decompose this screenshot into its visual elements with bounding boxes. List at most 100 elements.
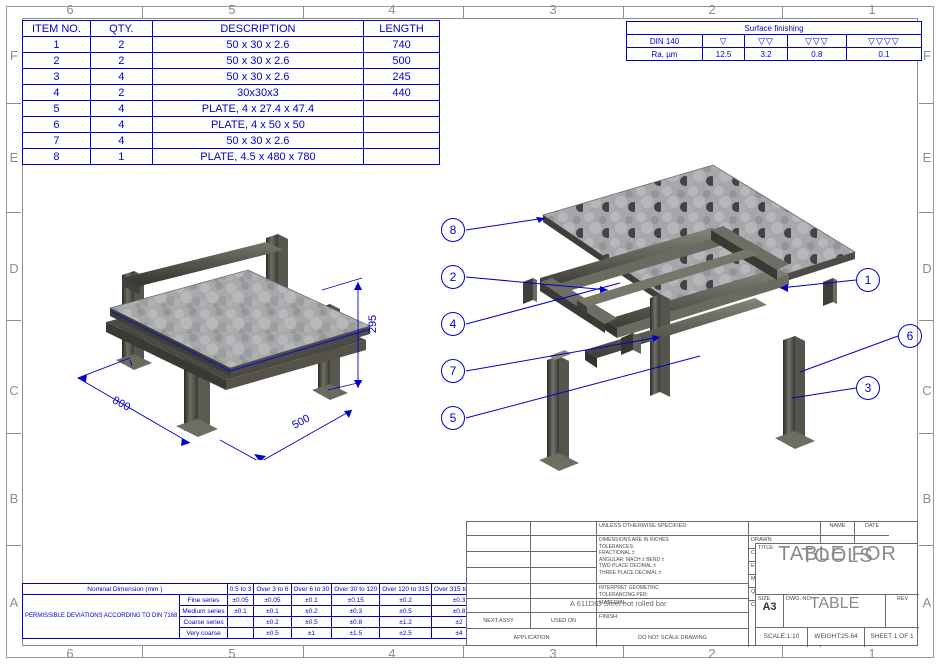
balloon-item-8[interactable]: 8 — [441, 218, 465, 242]
tolerance-value: ±1.5 — [331, 627, 381, 639]
tb-name-column-header: NAME — [821, 522, 855, 536]
balloon-item-3[interactable]: 3 — [856, 376, 880, 400]
tb-dimension-note-text: DIMENSIONS ARE IN INCHES TOLERANCES: FRA… — [599, 537, 669, 576]
tolerance-series-label: Very coarse — [179, 627, 228, 639]
zone-tick — [919, 545, 933, 546]
balloon-item-5[interactable]: 5 — [441, 406, 465, 430]
bom-item: 2 — [22, 52, 91, 69]
bom-qty: 1 — [89, 148, 153, 165]
tb-blank-5 — [467, 584, 531, 599]
bom-qty: 4 — [89, 116, 153, 133]
table-row: 3 4 50 x 30 x 2.6 245 — [22, 68, 440, 85]
zone-tick — [623, 6, 624, 18]
tb-role-blank — [749, 522, 821, 536]
zone-tick — [463, 646, 464, 658]
assembly-isometric-view: 800 500 295 — [70, 230, 400, 460]
tb-date-column-header: DATE — [855, 522, 889, 536]
zone-right-C: C — [922, 383, 932, 398]
tb-dimension-note: DIMENSIONS ARE IN INCHES TOLERANCES: FRA… — [597, 536, 749, 584]
tb-material-value: A 611DID Steel hot rolled bar — [570, 599, 667, 608]
tolerance-series-label: Coarse series — [179, 616, 228, 628]
tb-do-not-scale: DO NOT SCALE DRAWING — [597, 629, 749, 647]
bom-header-length: LENGTH — [363, 20, 440, 37]
tb-title-cell: TITLE: TABLE FOR TOOLS — [756, 544, 919, 595]
tb-title-line2: TOOLS — [801, 545, 874, 567]
bom-description: 50 x 30 x 2.6 — [151, 68, 365, 85]
zone-top-4: 4 — [388, 2, 396, 17]
tolerance-value: ±1.2 — [379, 616, 432, 628]
tb-size-label: SIZE — [758, 596, 771, 602]
balloon-item-1[interactable]: 1 — [856, 268, 880, 292]
tb-blank-2 — [467, 536, 531, 552]
tolerance-value: ±1 — [290, 627, 333, 639]
bom-length: 740 — [363, 36, 440, 53]
bom-description: 30x30x3 — [151, 84, 365, 101]
surface-value-3: 0.8 — [786, 47, 847, 61]
zone-tick — [7, 103, 21, 104]
tb-blank-9 — [531, 552, 597, 568]
bom-description: 50 x 30 x 2.6 — [151, 52, 365, 69]
zone-tick — [303, 6, 304, 18]
tb-blank-3 — [467, 552, 531, 568]
zone-tick — [919, 103, 933, 104]
zone-top-6: 6 — [66, 2, 74, 17]
balloon-item-4[interactable]: 4 — [441, 312, 465, 336]
zone-bottom-4: 4 — [388, 646, 396, 661]
surface-value-4: 0.1 — [845, 47, 923, 61]
bom-length — [363, 116, 440, 133]
tb-blank-4 — [467, 568, 531, 584]
tb-sheet-cell: SHEET 1 OF 1 — [870, 633, 914, 640]
zone-tick — [7, 545, 21, 546]
bom-length — [363, 148, 440, 165]
surface-value-1: 12.5 — [701, 47, 746, 61]
zone-top-5: 5 — [228, 2, 236, 17]
tb-weight-cell: WEIGHT:25.64 — [808, 628, 865, 647]
zone-tick — [782, 6, 783, 18]
bom-item: 4 — [22, 84, 91, 101]
tolerance-value: ±2.5 — [379, 627, 432, 639]
tolerance-range-2: Over 3 to 6 — [253, 583, 292, 595]
tb-material-cell: MATERIAL — [597, 599, 749, 613]
surface-finish-standard: DIN 140 — [626, 34, 703, 48]
zone-tick — [919, 320, 933, 321]
table-row: 2 2 50 x 30 x 2.6 500 — [22, 52, 440, 69]
balloon-item-6[interactable]: 6 — [898, 324, 922, 348]
tb-dwg-no-cell: DWG. NO. TABLE — [784, 595, 886, 628]
balloon-item-2[interactable]: 2 — [441, 265, 465, 289]
tolerance-nominal-header: Nominal Dimension (mm ) — [22, 583, 228, 595]
bom-item: 6 — [22, 116, 91, 133]
balloon-item-7[interactable]: 7 — [441, 359, 465, 383]
bom-header-description: DESCRIPTION — [151, 20, 365, 37]
zone-top-3: 3 — [549, 2, 557, 17]
tb-blank-8 — [531, 536, 597, 552]
tb-dwg-no-value: TABLE — [809, 595, 860, 612]
tb-blank-12 — [531, 599, 597, 613]
tolerance-value: ±0.2 — [379, 594, 432, 606]
bom-item: 1 — [22, 36, 91, 53]
zone-top-2: 2 — [708, 2, 716, 17]
table-row: DIN 140 ▽ ▽▽ ▽▽▽ ▽▽▽▽ — [626, 34, 923, 48]
tolerance-value: ±0.1 — [290, 594, 333, 606]
tolerance-value: ±0.3 — [331, 605, 381, 617]
table-row: Surface finishing — [626, 21, 922, 35]
bom-qty: 2 — [89, 36, 153, 53]
table-row: 7 4 50 x 30 x 2.6 — [22, 132, 440, 149]
exploded-model-graphic — [523, 164, 856, 471]
table-header-row: ITEM NO. QTY. DESCRIPTION LENGTH — [22, 20, 440, 37]
bom-length: 245 — [363, 68, 440, 85]
dimension-overlay — [76, 277, 363, 460]
tolerance-value: ±0.05 — [226, 594, 255, 606]
bom-length: 440 — [363, 84, 440, 101]
bom-description: PLATE, 4.5 x 480 x 780 — [151, 148, 365, 165]
bom-description: PLATE, 4 x 27.4 x 47.4 — [151, 100, 365, 117]
bom-header-qty: QTY. — [89, 20, 153, 37]
tb-blank-6 — [467, 599, 531, 613]
zone-tick — [142, 646, 143, 658]
table-row: 8 1 PLATE, 4.5 x 480 x 780 — [22, 148, 440, 165]
surface-symbol-3: ▽▽▽ — [786, 34, 847, 48]
surface-finish-table: Surface finishing DIN 140 ▽ ▽▽ ▽▽▽ ▽▽▽▽ … — [626, 21, 923, 61]
bom-item: 7 — [22, 132, 91, 149]
zone-bottom-3: 3 — [549, 646, 557, 661]
tolerance-value: ±0.2 — [290, 605, 333, 617]
